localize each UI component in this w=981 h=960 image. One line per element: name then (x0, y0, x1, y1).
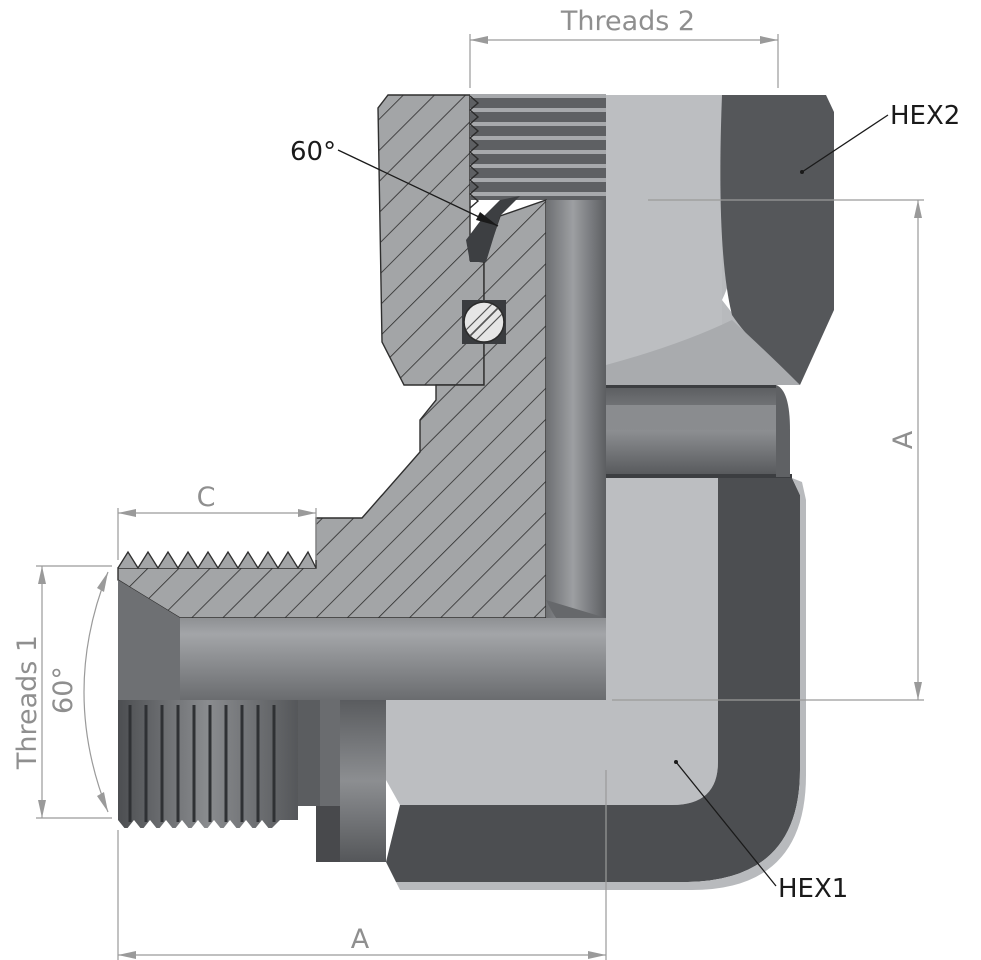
hex1-body (386, 478, 806, 890)
threads1-label: Threads 1 (12, 635, 43, 770)
male-thread-stub (118, 700, 386, 862)
leaders (337, 114, 889, 887)
dimensions (36, 34, 924, 960)
dim-a-bottom-label: A (351, 924, 370, 955)
hex2-nut (377, 94, 834, 386)
horizontal-bore (118, 580, 606, 700)
angle-top-label: 60° (290, 137, 336, 167)
hex2-label: HEX2 (890, 101, 960, 131)
dim-a-right-label: A (888, 430, 919, 449)
dim-c-label: C (197, 482, 216, 513)
swivel-collar (606, 385, 792, 478)
threads2-label: Threads 2 (560, 6, 695, 37)
elbow-body-section (117, 196, 547, 619)
hex1-label: HEX1 (778, 874, 848, 904)
angle-left-label: 60° (48, 666, 79, 714)
